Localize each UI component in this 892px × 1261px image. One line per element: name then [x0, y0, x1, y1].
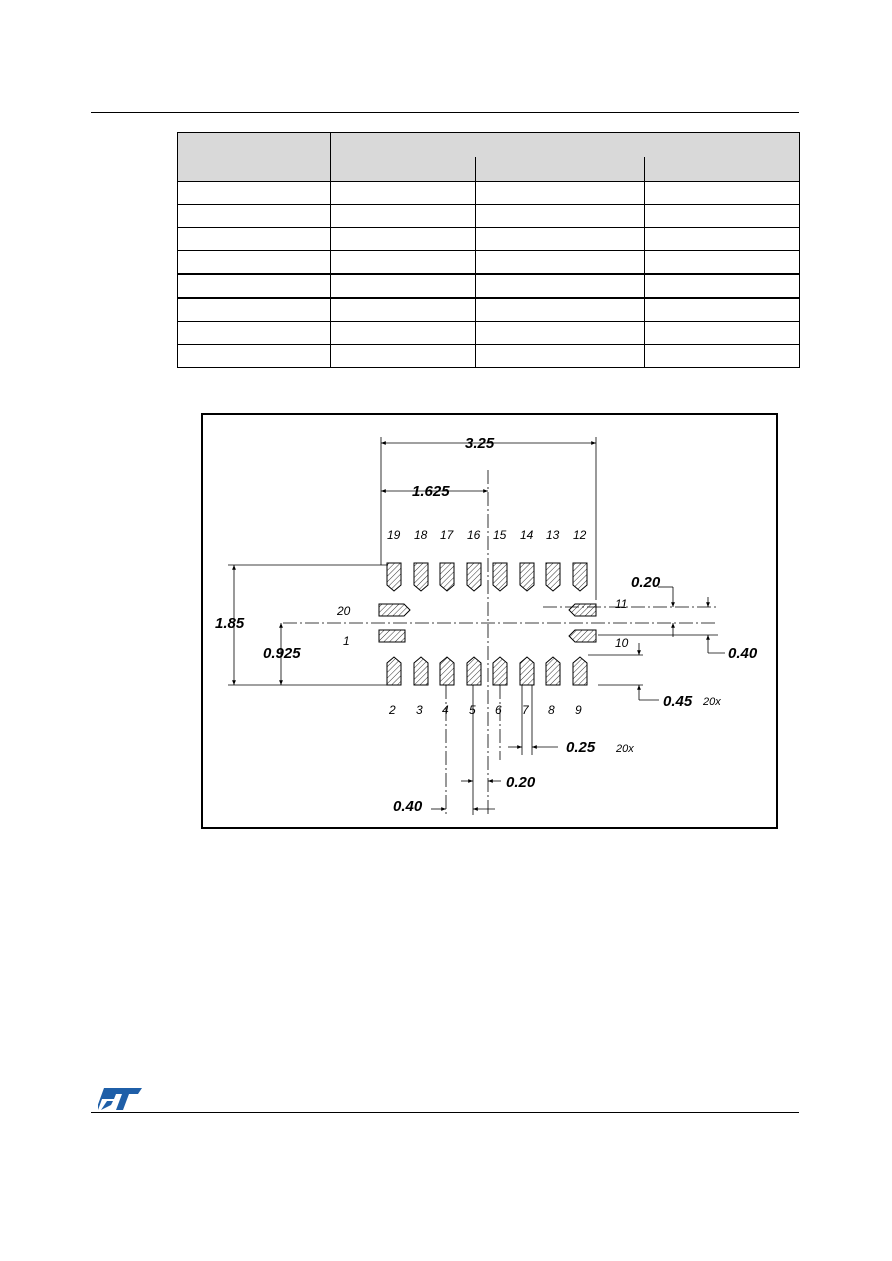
st-logo [98, 1088, 142, 1110]
bottom-pin-label: 2 [388, 703, 396, 717]
top-pin-label: 15 [493, 528, 507, 542]
dim-label-pin-gap: 0.40 [393, 798, 423, 815]
bottom-pad [386, 656, 402, 686]
table-row [177, 227, 800, 251]
bottom-pin-label: 8 [548, 703, 555, 717]
table-subheader-cell [475, 157, 645, 182]
top-pad [519, 562, 535, 592]
table-row [177, 297, 800, 322]
dimension-table [177, 132, 800, 368]
dim-multiplier-pad-width: 20x [615, 743, 634, 755]
bottom-pad [466, 656, 482, 686]
top-pin-label: 19 [387, 528, 401, 542]
right-pad [568, 603, 597, 617]
dim-label-half-width: 1.625 [412, 483, 450, 500]
top-pin-label: 14 [520, 528, 534, 542]
bottom-pad [492, 656, 508, 686]
left-pin-label: 20 [336, 604, 351, 618]
dim-label-side-pitch: 0.20 [631, 574, 661, 591]
dim-label-overall-height: 1.85 [215, 615, 245, 632]
table-row [177, 273, 800, 299]
bottom-pad [413, 656, 429, 686]
footprint-svg: 3.25 1.625 1.85 0.925 0.20 0.40 0.45 20x [215, 435, 758, 815]
bottom-pin-label: 6 [495, 703, 502, 717]
dim-label-pad-length: 0.45 [663, 693, 693, 710]
top-pad [439, 562, 455, 592]
header-rule [91, 112, 799, 113]
table-header-cell [177, 132, 331, 182]
bottom-pin-label: 3 [416, 703, 423, 717]
left-pad [378, 629, 406, 643]
table-header-cell [330, 132, 800, 157]
dim-multiplier-pad-length: 20x [702, 696, 721, 708]
table-row [177, 250, 800, 275]
bottom-pin-label: 4 [442, 703, 449, 717]
left-pad [378, 603, 411, 617]
dim-label-side-gap: 0.40 [728, 645, 758, 662]
bottom-pad [545, 656, 561, 686]
bottom-pin-label: 7 [522, 703, 530, 717]
right-pin-label: 11 [615, 597, 627, 611]
table-row [177, 321, 800, 345]
top-pad [545, 562, 561, 592]
top-pad [386, 562, 402, 592]
st-logo-shape [101, 1101, 113, 1110]
top-pin-label: 17 [440, 528, 455, 542]
top-pin-label: 18 [414, 528, 428, 542]
table-subheader-cell [330, 157, 476, 182]
bottom-pad [519, 656, 535, 686]
st-logo-shape [98, 1088, 142, 1110]
top-pad [572, 562, 588, 592]
right-pad [568, 629, 597, 643]
dim-label-overall-width: 3.25 [465, 435, 495, 452]
top-pad [466, 562, 482, 592]
footprint-drawing: 3.25 1.625 1.85 0.925 0.20 0.40 0.45 20x [201, 413, 778, 829]
footer-rule [91, 1112, 799, 1113]
top-pad [492, 562, 508, 592]
table-subheader-cell [644, 157, 800, 182]
top-pin-label: 13 [546, 528, 560, 542]
dim-label-half-height: 0.925 [263, 645, 301, 662]
bottom-pin-label: 5 [469, 703, 476, 717]
top-pad [413, 562, 429, 592]
table-row [177, 204, 800, 228]
left-pin-label: 1 [343, 634, 350, 648]
right-pin-label: 10 [615, 636, 629, 650]
bottom-pad [439, 656, 455, 686]
dim-label-pin-pitch: 0.20 [506, 774, 536, 791]
top-pin-label: 16 [467, 528, 481, 542]
top-pin-label: 12 [573, 528, 587, 542]
bottom-pad [572, 656, 588, 686]
table-row [177, 181, 800, 205]
dim-label-pad-width: 0.25 [566, 739, 596, 756]
table-row [177, 344, 800, 368]
bottom-pin-label: 9 [575, 703, 582, 717]
